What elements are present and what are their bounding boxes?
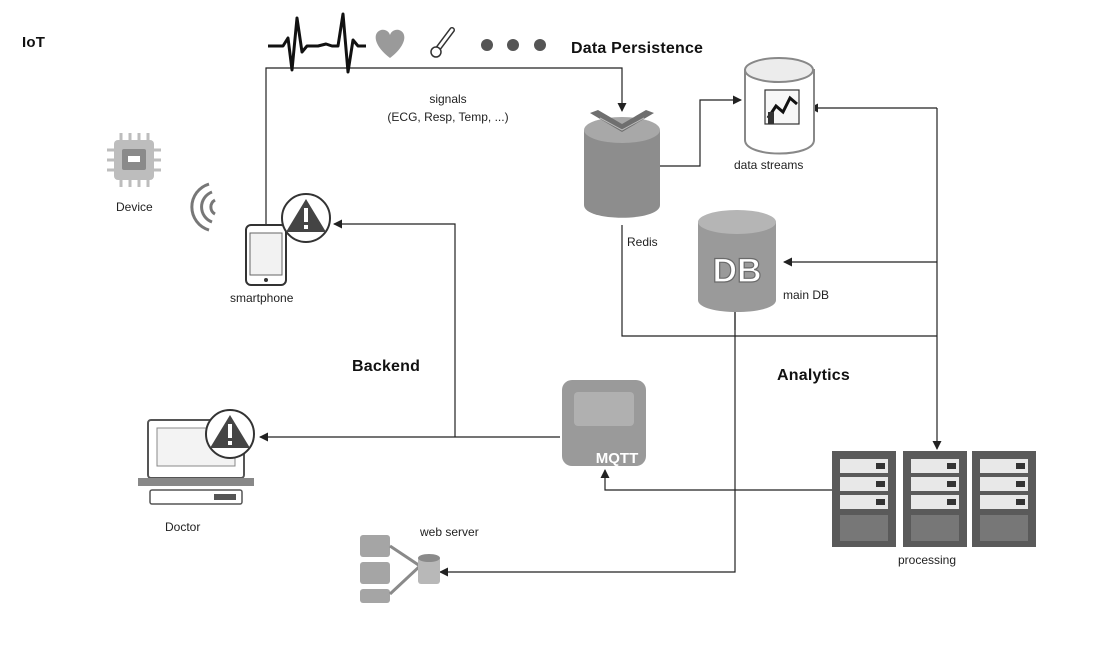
main-db-label: main DB (783, 288, 830, 302)
mqtt-icon: MQTT (562, 380, 646, 467)
processing-to-mqtt-connector (600, 469, 832, 491)
thermometer-icon (430, 27, 455, 58)
smartphone-icon (245, 224, 287, 286)
wifi-icon (190, 182, 216, 232)
dots-icon (481, 39, 546, 51)
device-label: Device (116, 200, 153, 214)
data-streams-label: data streams (734, 158, 804, 172)
monitor-icon (138, 419, 254, 505)
signals-detail-label: (ECG, Resp, Temp, ...) (387, 110, 509, 124)
redis-label: Redis (627, 235, 658, 249)
db-to-webserver-connector (439, 300, 736, 577)
signals-label: signals (429, 92, 467, 106)
web-server-label: web server (420, 525, 479, 539)
section-label-backend: Backend (352, 358, 421, 375)
heart-icon (375, 29, 405, 58)
alert-icon (281, 193, 331, 243)
processing-label: processing (898, 553, 957, 567)
redis-to-processing-connector (621, 225, 937, 337)
redis-to-streams-connector (660, 95, 742, 167)
server-rack-icon (832, 451, 1036, 547)
backend-to-smartphone-connector (333, 219, 456, 437)
alert-icon (205, 409, 255, 459)
section-label-analytics: Analytics (777, 367, 850, 384)
section-label-data-persistence: Data Persistence (571, 40, 704, 57)
datastream-icon (744, 57, 815, 155)
database-icon: DB (698, 210, 776, 312)
mqtt-badge: MQTT (596, 450, 639, 467)
doctor-label: Doctor (165, 520, 201, 534)
webserver-icon (360, 535, 440, 603)
signals-connector (265, 67, 627, 228)
smartphone-label: smartphone (230, 291, 294, 305)
ecg-waveform-icon (268, 12, 366, 74)
section-label-iot: IoT (22, 34, 46, 51)
db-badge: DB (712, 252, 761, 290)
chip-icon (107, 133, 161, 187)
redis-icon (584, 110, 660, 218)
